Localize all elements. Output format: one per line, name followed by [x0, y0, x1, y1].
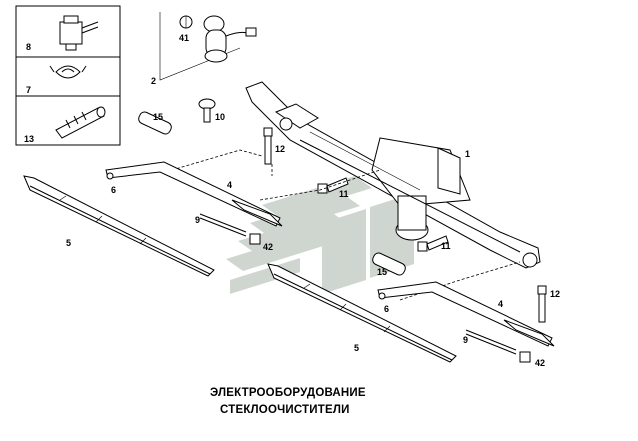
wiper-motor-part [159, 12, 257, 81]
callout-1: 1 [465, 149, 470, 159]
rod-upper [199, 213, 247, 233]
bolt-part-11-lower [417, 235, 449, 252]
bolt-part-11-upper [317, 177, 349, 194]
bolt-part-12-top [263, 127, 273, 165]
callout-12-upper: 12 [275, 144, 285, 154]
callout-4-lower: 4 [498, 299, 503, 309]
rod-lower [465, 329, 517, 351]
wiper-blade-upper [23, 175, 215, 277]
washer-pump-part [59, 15, 99, 51]
watermark-logo [226, 176, 414, 294]
callout-10: 10 [215, 112, 225, 122]
callout-4-upper: 4 [227, 180, 232, 190]
clip-part-42-upper [249, 233, 261, 245]
callout-11-upper: 11 [339, 189, 349, 199]
callout-42-lower: 42 [535, 358, 545, 368]
bolt-part-10 [198, 98, 216, 123]
callout-5-upper: 5 [66, 238, 71, 248]
wiper-arm-lower [377, 281, 555, 347]
pad-plate-bottom [372, 252, 406, 276]
callout-labels: 8 7 13 41 2 15 10 12 1 6 4 11 9 42 5 11 … [24, 33, 560, 368]
inset-panel [15, 5, 121, 146]
callout-5-lower: 5 [354, 343, 359, 353]
callout-12-lower: 12 [550, 289, 560, 299]
callout-42-upper: 42 [263, 242, 273, 252]
callout-9-upper: 9 [195, 215, 200, 225]
clip-part-42-lower [519, 351, 531, 363]
callout-6-upper: 6 [111, 185, 116, 195]
callout-15-upper: 15 [153, 112, 163, 122]
callout-7: 7 [26, 85, 31, 95]
callout-13: 13 [24, 134, 34, 144]
pad-plate-top [138, 111, 172, 135]
hose-clip-part [49, 65, 87, 79]
wiper-blade-lower [267, 263, 457, 363]
wiper-arm-upper [105, 161, 283, 227]
caption-line-2: СТЕКЛООЧИСТИТЕЛИ [220, 404, 350, 416]
washer-nozzle-part [55, 106, 106, 139]
callout-6-lower: 6 [384, 304, 389, 314]
caption-line-1: ЭЛЕКТРООБОРУДОВАНИЕ [210, 387, 366, 399]
callout-2: 2 [151, 76, 156, 86]
callout-8: 8 [26, 42, 31, 52]
wiper-linkage-frame [245, 81, 541, 269]
bolt-part-12-bottom [537, 285, 547, 323]
callout-15-lower: 15 [377, 267, 387, 277]
callout-11-lower: 11 [441, 241, 451, 251]
callout-9-lower: 9 [463, 335, 468, 345]
callout-41: 41 [179, 33, 189, 43]
